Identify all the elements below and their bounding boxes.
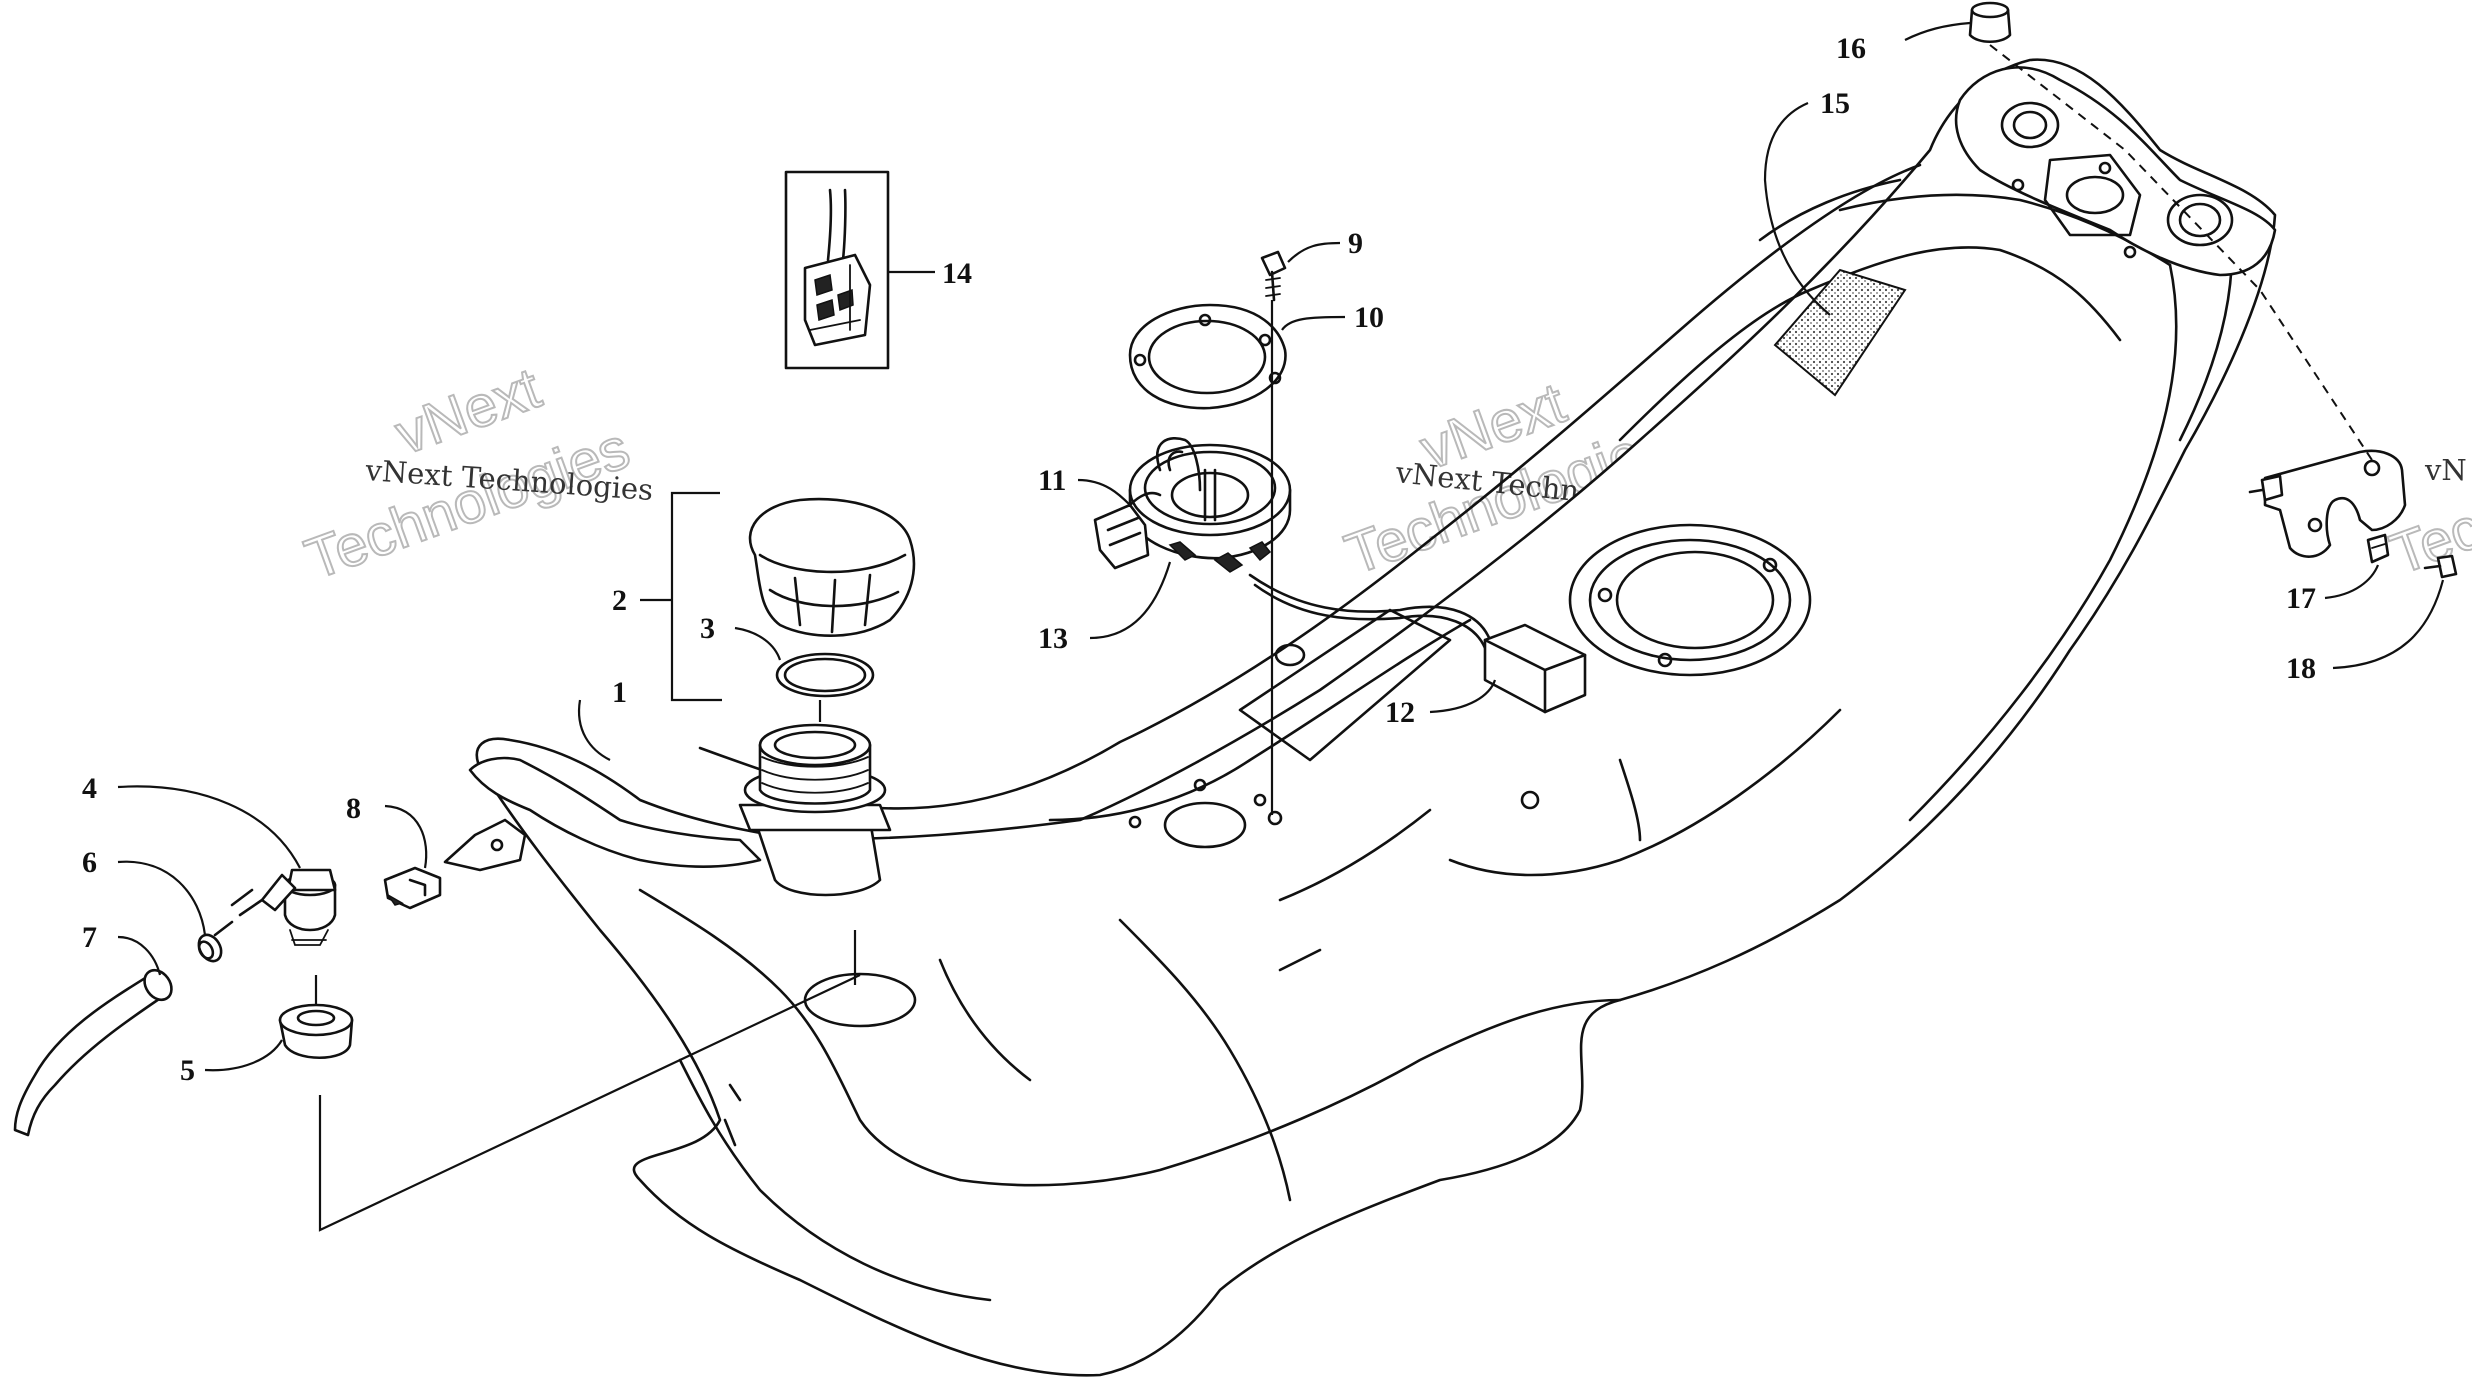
callout-11: 11 <box>1038 464 1131 506</box>
callout-7: 7 <box>82 921 162 976</box>
svg-text:7: 7 <box>82 921 97 954</box>
svg-text:4: 4 <box>82 772 97 805</box>
assembly-line-plug <box>1989 44 2373 461</box>
callout-2: 2 <box>612 491 722 702</box>
fuel-gauge-module <box>784 170 890 370</box>
svg-text:8: 8 <box>346 792 361 825</box>
svg-text:18: 18 <box>2286 652 2316 685</box>
vent-hose <box>13 968 173 1137</box>
callout-4: 4 <box>82 772 301 869</box>
valve-nipple <box>230 888 264 917</box>
callout-17: 17 <box>2286 564 2380 615</box>
vent-valve <box>260 868 337 946</box>
callout-10: 10 <box>1281 301 1384 334</box>
plug-cap <box>1968 1 2012 44</box>
svg-text:1: 1 <box>612 676 627 709</box>
callout-18: 18 <box>2286 579 2445 685</box>
tank-bracket-plate <box>443 818 527 872</box>
bracket-screw-right <box>2366 533 2390 564</box>
callout-9: 9 <box>1287 227 1363 263</box>
svg-text:14: 14 <box>942 257 972 290</box>
svg-text:11: 11 <box>1038 464 1066 497</box>
svg-text:16: 16 <box>1836 32 1866 65</box>
callout-8: 8 <box>346 792 428 869</box>
callout-13: 13 <box>1038 561 1172 655</box>
screw-18 <box>2423 554 2458 579</box>
grommet <box>278 1003 354 1060</box>
svg-text:9: 9 <box>1348 227 1363 260</box>
fuel-pump-assembly <box>1128 437 1292 573</box>
svg-text:vN: vN <box>2424 453 2467 487</box>
svg-text:10: 10 <box>1354 301 1384 334</box>
svg-text:17: 17 <box>2286 582 2316 615</box>
callout-15: 15 <box>1763 87 1850 316</box>
fuel-tank-body <box>468 58 2277 1377</box>
pump-gasket <box>1128 303 1287 410</box>
filler-neck <box>738 723 892 897</box>
fuel-cap <box>748 497 916 637</box>
o-ring <box>775 652 875 698</box>
callout-16: 16 <box>1836 21 1971 65</box>
callout-3: 3 <box>700 612 782 661</box>
callout-12: 12 <box>1385 679 1497 729</box>
svg-text:5: 5 <box>180 1054 195 1087</box>
callout-14: 14 <box>888 257 972 290</box>
callout-6: 6 <box>82 846 207 936</box>
svg-text:12: 12 <box>1385 696 1415 729</box>
screw <box>1260 250 1287 302</box>
mounting-bracket <box>2263 449 2407 558</box>
sensor-block <box>1483 623 1587 714</box>
svg-text:6: 6 <box>82 846 97 879</box>
pump-wire <box>1248 573 1492 642</box>
assembly-line-valve <box>318 974 861 1232</box>
watermark-left: vNext Technologies vNext Technologies <box>296 354 654 593</box>
callout-1: 1 <box>577 676 627 761</box>
hose-clamp <box>197 920 234 963</box>
pump-wire-2 <box>1253 583 1487 650</box>
svg-text:13: 13 <box>1038 622 1068 655</box>
pump-connector <box>1093 491 1162 570</box>
bracket-screw-left <box>2248 474 2284 502</box>
svg-text:2: 2 <box>612 584 627 617</box>
svg-text:15: 15 <box>1820 87 1850 120</box>
callout-5: 5 <box>180 1039 283 1087</box>
svg-text:3: 3 <box>700 612 715 645</box>
speed-nut <box>383 866 442 910</box>
